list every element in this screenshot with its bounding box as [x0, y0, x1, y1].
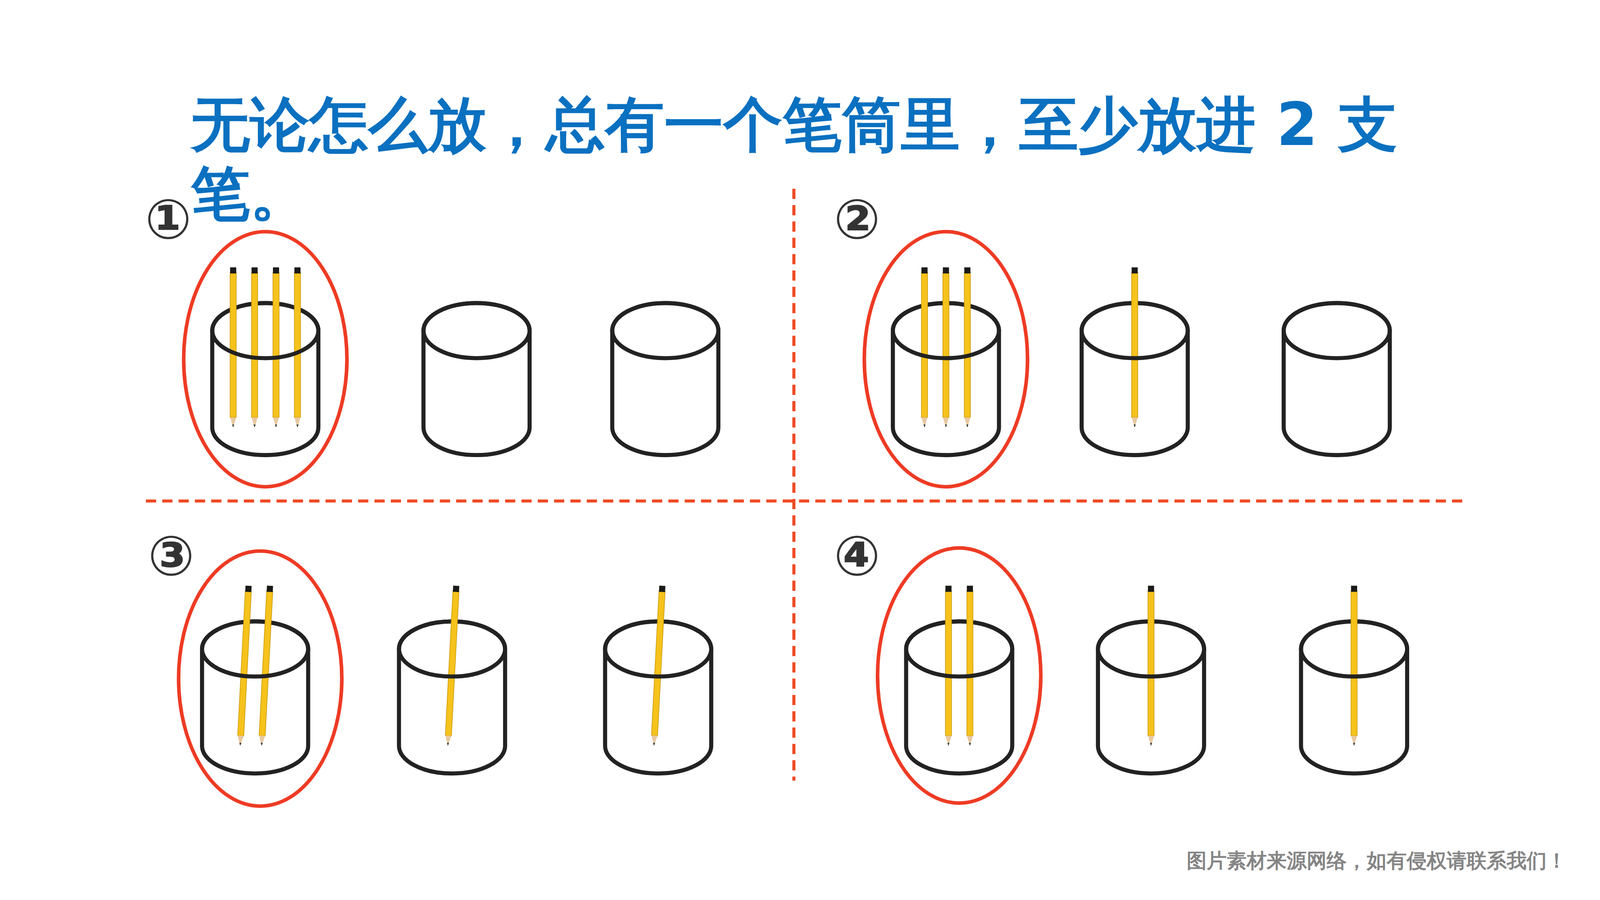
pen-holder [212, 267, 319, 456]
pen-holder [1283, 302, 1390, 455]
highlight-ring [183, 231, 348, 487]
watermark: 图片素材来源网络，如有侵权请联系我们！ [1186, 849, 1567, 872]
callout-number: ③ [147, 525, 195, 587]
pencil [945, 585, 952, 746]
pen-holder [612, 302, 719, 455]
pencil [966, 585, 973, 746]
pen-holder [892, 267, 1000, 456]
pencil [251, 267, 258, 428]
callout-number: ① [145, 189, 192, 250]
callout-number: ④ [833, 525, 881, 587]
callout-number: ② [833, 189, 881, 250]
pencil [1350, 585, 1358, 746]
pencil [964, 267, 971, 428]
pen-holder [202, 585, 309, 774]
highlight-ring [178, 550, 343, 806]
pencil [230, 267, 237, 428]
pencil [1147, 585, 1155, 746]
divider-line [792, 188, 796, 781]
highlight-ring [864, 231, 1028, 487]
pen-holder [1097, 585, 1205, 774]
pencil [1131, 267, 1138, 428]
divider-line [145, 499, 1465, 503]
pencil [942, 267, 950, 428]
pencil [444, 585, 460, 747]
pen-holder [1300, 585, 1408, 774]
pencil [294, 267, 301, 428]
pen-holder [605, 585, 712, 774]
pencil [272, 267, 280, 428]
title: 无论怎么放，总有一个笔筒里，至少放进 2 支笔。 [190, 90, 1400, 229]
pen-holder [399, 585, 506, 774]
highlight-ring [877, 547, 1041, 803]
pen-holder [423, 302, 530, 455]
pencil [650, 585, 666, 747]
pen-holder [906, 585, 1013, 774]
pencil [258, 585, 274, 747]
pencil [921, 267, 928, 428]
pen-holder [1081, 267, 1188, 456]
pencil [237, 585, 252, 747]
